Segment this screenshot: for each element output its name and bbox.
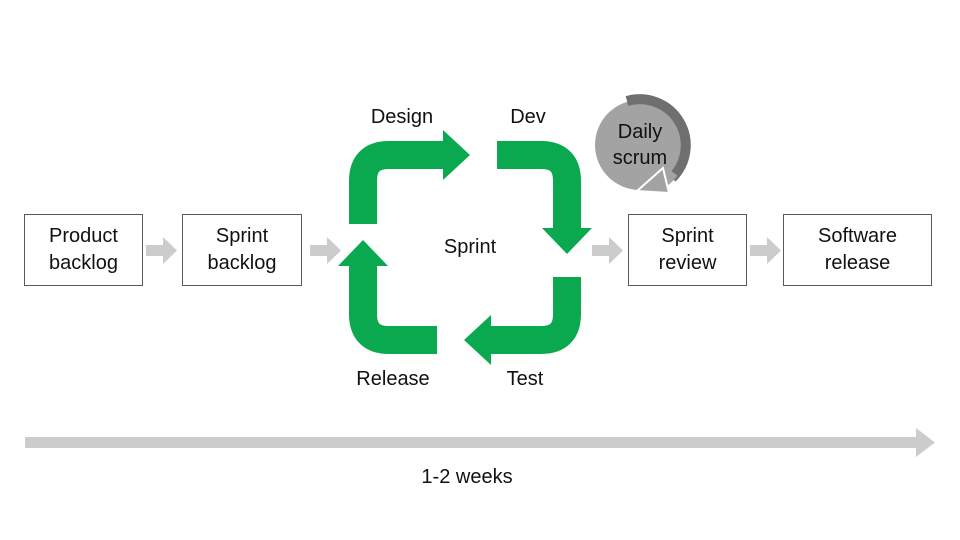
daily-scrum-label: Daily scrum	[595, 100, 685, 190]
dev-step-label: Dev	[510, 106, 546, 128]
sprint-backlog-label-line2: backlog	[207, 252, 277, 274]
sprint-backlog-label-line1: Sprint	[215, 225, 269, 247]
sprint-review-label-line2: review	[658, 252, 717, 274]
sprint-review-label-line1: Sprint	[661, 225, 714, 247]
cycle-arrowhead-down-icon	[542, 228, 592, 254]
cycle-arrowhead-up-icon	[338, 240, 388, 266]
flow-arrow-icon	[146, 237, 177, 264]
daily-scrum-arc-icon	[625, 94, 691, 182]
daily-scrum-arrowhead-icon	[634, 166, 671, 195]
daily-scrum-badge	[595, 94, 691, 195]
sprint-center-label: Sprint	[443, 236, 497, 258]
cycle-arrow-dev	[497, 141, 581, 228]
flow-arrow-icon	[310, 237, 341, 264]
cycle-arrowhead-right-icon	[443, 130, 470, 180]
timeline-arrow	[25, 428, 935, 457]
release-step-label: Release	[356, 368, 430, 390]
product-backlog-label-line2: backlog	[49, 252, 118, 274]
software-release-label-line2: release	[824, 252, 891, 274]
sprint-review-box: Sprint review	[628, 214, 747, 286]
flow-arrow-icon	[592, 237, 623, 264]
timeline-duration-label: 1-2 weeks	[421, 466, 513, 488]
timeline-arrowhead-icon	[916, 428, 935, 457]
software-release-box: Software release	[783, 214, 932, 286]
timeline-arrow-shaft	[25, 437, 916, 448]
test-step-label: Test	[506, 368, 544, 390]
cycle-arrow-design	[349, 141, 444, 224]
product-backlog-box: Product backlog	[24, 214, 143, 286]
daily-scrum-label-line1: Daily	[617, 121, 663, 143]
product-backlog-label-line1: Product	[49, 225, 118, 247]
design-step-label: Design	[370, 106, 434, 128]
cycle-arrow-release	[349, 266, 437, 354]
daily-scrum-label-line2: scrum	[612, 147, 668, 169]
cycle-arrowhead-left-icon	[464, 315, 491, 365]
sprint-backlog-box: Sprint backlog	[182, 214, 302, 286]
cycle-arrow-test	[491, 277, 581, 354]
flow-arrow-icon	[750, 237, 781, 264]
software-release-label-line1: Software	[818, 225, 897, 247]
